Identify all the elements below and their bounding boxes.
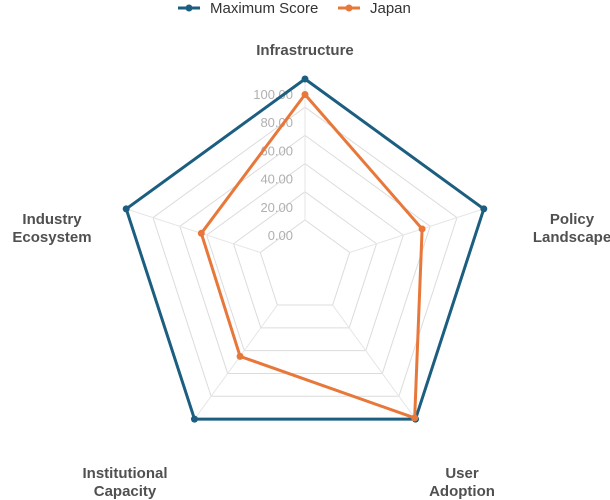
radial-tick-label: 0.00	[268, 228, 293, 243]
grid-ring-4	[152, 106, 458, 397]
grid-ring-2	[206, 162, 404, 352]
radar-grid	[125, 78, 485, 420]
data-point	[480, 205, 488, 213]
data-point	[301, 91, 309, 99]
radial-tick-label: 20.00	[260, 200, 293, 215]
data-point	[301, 75, 309, 83]
series-line-0	[124, 77, 486, 421]
radial-tick-label: 40.00	[260, 172, 293, 187]
legend-swatch-marker	[345, 4, 353, 12]
data-point	[418, 225, 426, 233]
spoke-3	[194, 304, 278, 420]
data-point	[236, 352, 244, 360]
radial-tick-label: 60.00	[260, 143, 293, 158]
spoke-4	[126, 208, 261, 253]
legend-swatch-marker	[185, 4, 193, 12]
grid-ring-1	[232, 191, 378, 329]
series-layer	[122, 75, 488, 423]
legend-entry: Maximum Score	[210, 0, 318, 17]
data-point	[190, 415, 198, 423]
series-line-1	[199, 93, 424, 420]
data-point	[122, 205, 130, 213]
spoke-1	[349, 208, 484, 253]
legend: Maximum Score Japan	[178, 0, 411, 17]
spoke-2	[332, 304, 416, 420]
grid-ring-0	[259, 219, 351, 306]
radial-tick-label: 80.00	[260, 115, 293, 130]
legend-entry: Japan	[370, 0, 411, 17]
data-point	[197, 229, 205, 237]
data-point	[411, 414, 419, 422]
axis-label-0: Infrastructure	[256, 42, 354, 59]
grid-ring-3	[179, 134, 431, 374]
radial-tick-labels: 0.00 20.00 40.00 60.00 80.00 100.00	[253, 87, 293, 243]
radial-tick-label: 100.00	[253, 87, 293, 102]
